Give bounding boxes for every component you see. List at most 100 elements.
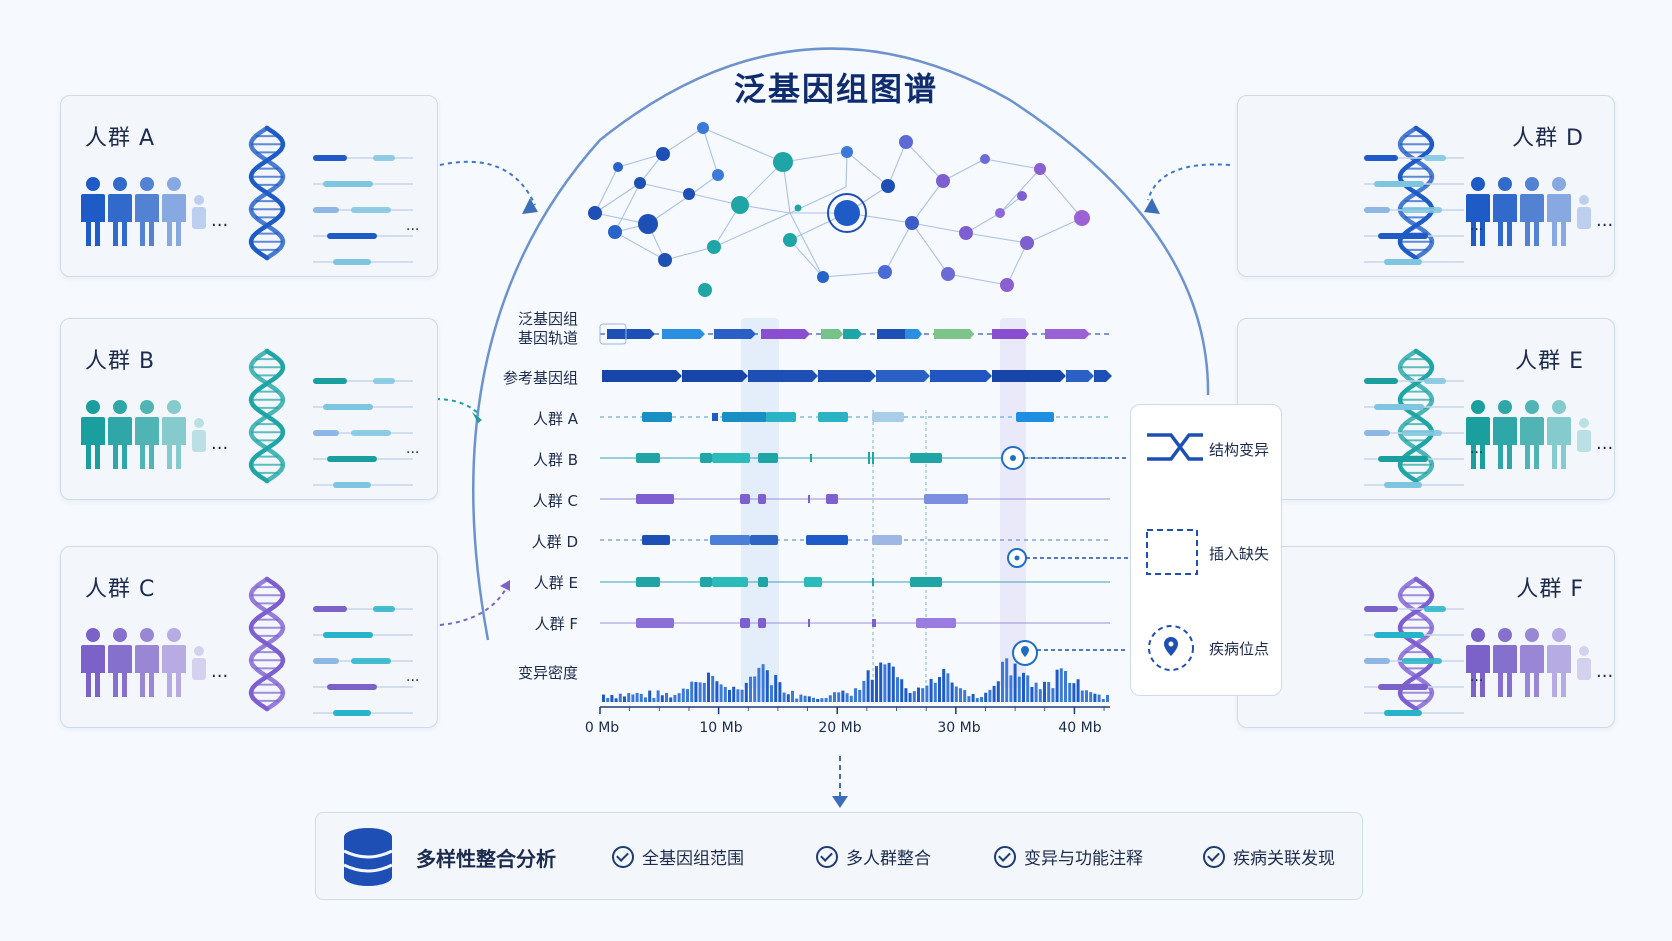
- axis-tick-label: 20 Mb: [818, 720, 862, 736]
- summary-bar: 多样性整合分析 全基因组范围 多人群整合 变异与功能注释 疾病关联发现: [315, 812, 1363, 900]
- density-bar: [644, 697, 647, 702]
- axis-tick-label: 0 Mb: [584, 720, 620, 736]
- population-card-f[interactable]: ...... 人群 F: [1237, 546, 1615, 728]
- population-track-f: [600, 618, 1128, 666]
- density-bar: [917, 687, 920, 702]
- density-bar: [614, 698, 618, 702]
- density-bar: [845, 693, 849, 702]
- density-bar: [938, 676, 941, 702]
- density-bar: [782, 692, 786, 702]
- track-label-reference: 参考基因组: [502, 369, 578, 387]
- more-dots: ...: [211, 433, 228, 454]
- density-bar: [992, 685, 996, 702]
- population-card-a[interactable]: ...... 人群 A: [60, 95, 438, 277]
- density-bar: [870, 679, 874, 702]
- feature-variant-annotation: 变异与功能注释: [994, 844, 1143, 869]
- population-title: 人群 C: [85, 577, 156, 602]
- density-bar: [635, 692, 639, 702]
- check-circle-icon: [994, 846, 1016, 868]
- population-track-b: [600, 446, 1128, 470]
- density-bar: [660, 695, 664, 702]
- population-title: 人群 B: [85, 349, 156, 374]
- density-bar: [1051, 688, 1055, 702]
- structural-variant-icon: [1147, 433, 1203, 461]
- axis-tick-label: 30 Mb: [937, 720, 981, 736]
- axis-tick-label: 10 Mb: [699, 720, 743, 736]
- density-bar: [1038, 689, 1042, 702]
- svg-text:...: ...: [406, 218, 419, 234]
- density-bar: [929, 678, 933, 702]
- population-card-b[interactable]: ...... 人群 B: [60, 318, 438, 500]
- population-card-c[interactable]: ...... 人群 C: [60, 546, 438, 728]
- axis-tick-label: 40 Mb: [1058, 720, 1102, 736]
- density-bar: [984, 692, 988, 702]
- density-bar: [711, 675, 715, 702]
- legend-disease-locus: 疾病位点: [1209, 640, 1270, 658]
- density-bar: [900, 679, 904, 702]
- population-track-c: [600, 494, 1110, 504]
- density-bar: [1030, 686, 1034, 702]
- database-icon: [343, 828, 393, 886]
- density-bar: [1097, 694, 1101, 702]
- density-bar: [1072, 683, 1076, 702]
- density-bar: [774, 675, 778, 702]
- population-title: 人群 F: [1516, 577, 1584, 602]
- density-bar: [879, 662, 883, 702]
- density-bar: [1009, 675, 1013, 702]
- legend-indel: 插入缺失: [1209, 545, 1270, 563]
- genome-axis-ticks: [599, 707, 1105, 714]
- density-bar: [816, 698, 820, 702]
- population-illustration: ......: [81, 576, 419, 716]
- density-bar: [858, 689, 862, 702]
- density-bar: [732, 686, 736, 702]
- density-bar: [1034, 682, 1038, 702]
- density-bar: [1085, 690, 1088, 702]
- density-bar: [950, 682, 954, 702]
- density-bar: [723, 686, 727, 702]
- summary-title: 多样性整合分析: [416, 847, 556, 871]
- density-bar: [631, 694, 635, 702]
- density-bar: [665, 692, 668, 702]
- density-bar: [623, 696, 626, 702]
- density-bar: [639, 693, 643, 702]
- density-bar: [996, 681, 1000, 702]
- density-bar: [606, 697, 610, 702]
- density-bar: [824, 698, 828, 702]
- density-bar: [807, 696, 811, 702]
- track-label-pop-e: 人群 E: [533, 574, 578, 592]
- density-bar: [908, 693, 912, 702]
- density-bar: [833, 692, 836, 702]
- density-bar: [912, 691, 916, 702]
- population-card-d[interactable]: ...... 人群 D: [1237, 95, 1615, 277]
- density-bar: [719, 684, 723, 702]
- density-bar: [728, 689, 731, 702]
- density-bar: [736, 689, 740, 702]
- legend-structural-variant: 结构变异: [1209, 441, 1270, 459]
- track-label-pop-b: 人群 B: [532, 451, 578, 469]
- population-illustration: ......: [1364, 348, 1613, 488]
- density-bar: [921, 688, 925, 702]
- density-bar: [1059, 668, 1063, 702]
- density-bar: [967, 696, 971, 702]
- density-bar: [1064, 671, 1067, 702]
- check-circle-icon: [1203, 846, 1225, 868]
- density-bar: [866, 670, 870, 702]
- density-bar: [702, 682, 706, 702]
- density-bar: [652, 697, 656, 702]
- check-circle-icon: [612, 846, 634, 868]
- page-title: 泛基因组图谱: [733, 70, 938, 108]
- density-bar: [946, 673, 950, 702]
- density-bar: [669, 697, 673, 702]
- density-bar: [862, 680, 866, 702]
- density-bar: [980, 696, 983, 702]
- variant-density-histogram: [602, 658, 1109, 702]
- density-bar: [744, 682, 748, 702]
- density-bar: [1068, 682, 1072, 702]
- density-bar: [837, 692, 841, 702]
- density-bar: [1047, 682, 1051, 702]
- density-bar: [656, 690, 660, 702]
- population-card-e[interactable]: ...... 人群 E: [1237, 318, 1615, 500]
- disease-locus-icon: [1148, 625, 1194, 671]
